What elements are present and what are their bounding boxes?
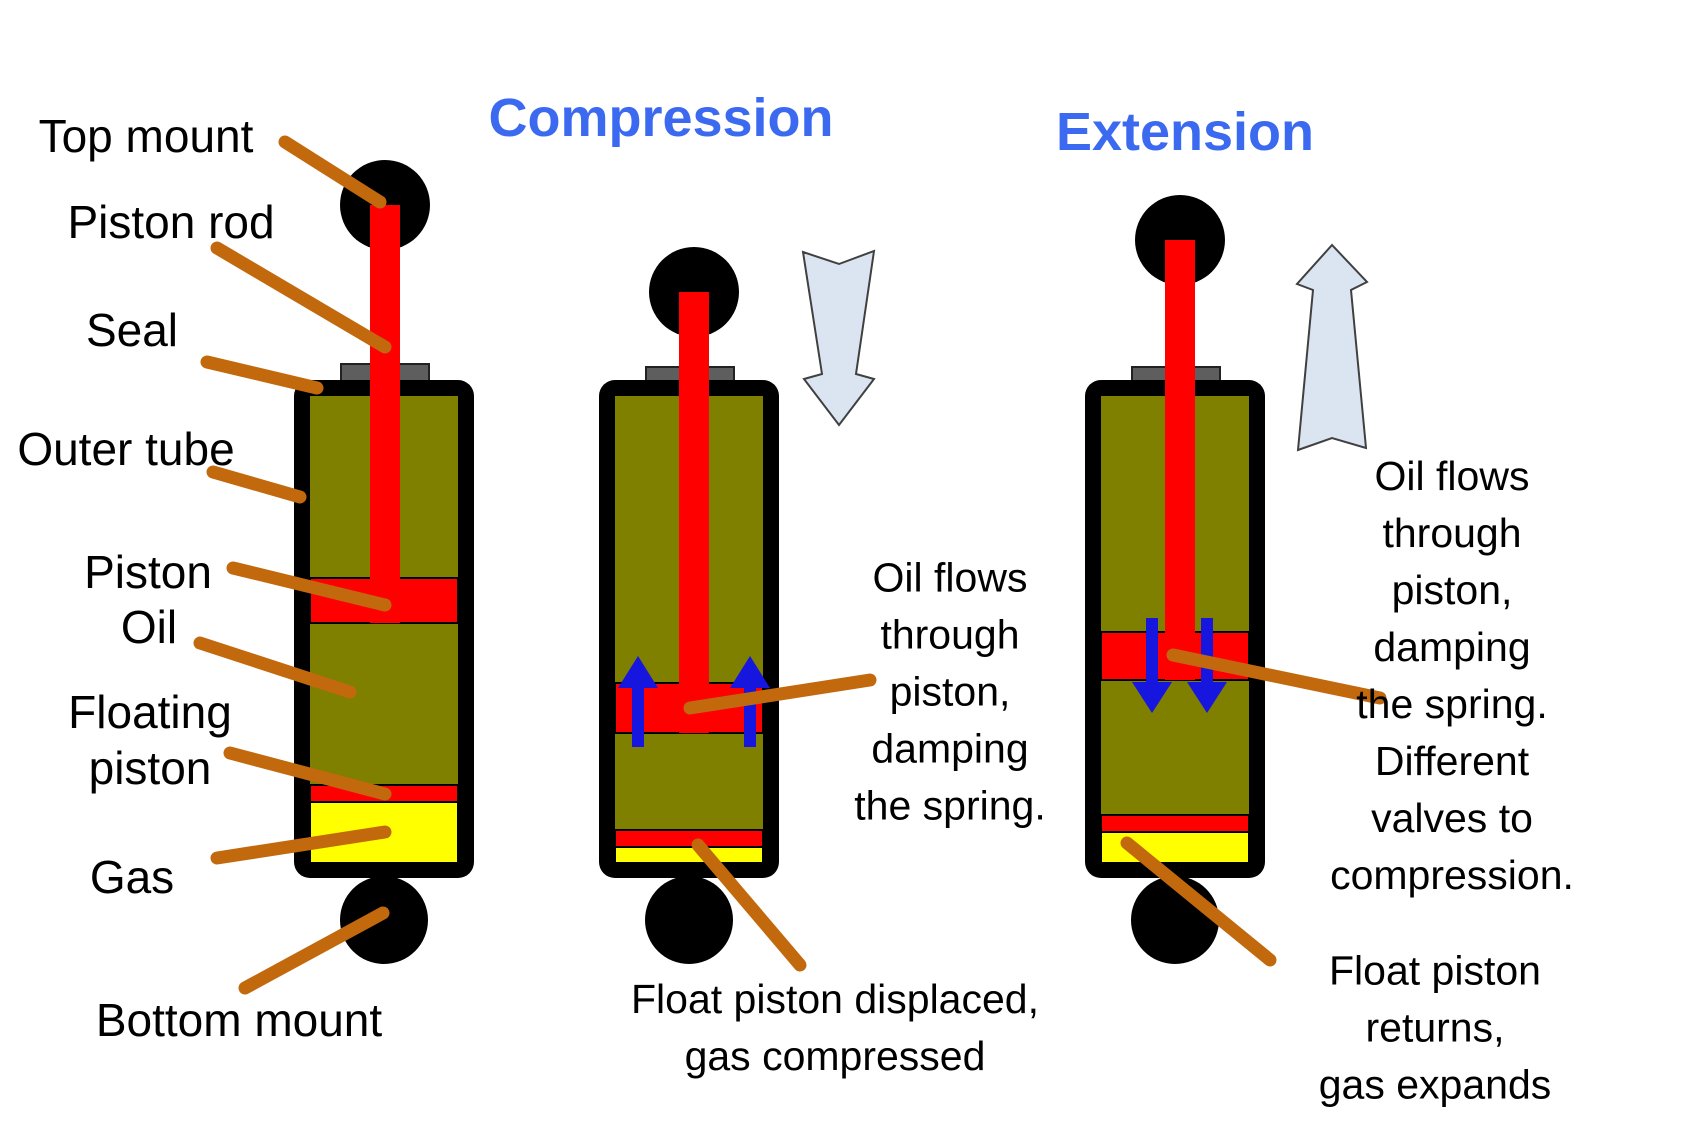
bottom-mount-shape xyxy=(340,876,428,964)
leader-seal xyxy=(200,355,324,395)
leader-bottom-mount xyxy=(238,906,390,995)
piston-rod-shape xyxy=(679,292,709,733)
floating-piston-shape xyxy=(614,829,764,848)
leader-compression-float xyxy=(691,838,807,972)
extension-direction-arrow-icon xyxy=(1295,243,1369,452)
label-piston: Piston xyxy=(84,546,212,598)
leader-extension-float xyxy=(1120,836,1277,967)
shock-left xyxy=(294,160,474,964)
label-floating-piston: Floating piston xyxy=(68,686,232,794)
leader-piston xyxy=(226,561,392,612)
annotation-extension-float: Float piston returns, gas expands xyxy=(1318,947,1552,1108)
label-gas: Gas xyxy=(89,851,175,903)
label-oil: Oil xyxy=(120,601,178,653)
leader-gas xyxy=(210,825,392,865)
piston-rod-shape xyxy=(370,205,400,623)
label-piston-rod: Piston rod xyxy=(67,196,275,248)
leader-top-mount xyxy=(278,135,387,209)
label-outer-tube: Outer tube xyxy=(17,423,235,475)
oil-flow-up-arrow-icon xyxy=(618,656,658,747)
bottom-mount-shape xyxy=(645,876,733,964)
compression-direction-arrow-icon xyxy=(801,249,876,427)
leader-lines xyxy=(193,135,1387,995)
compression-title: Compression xyxy=(488,88,834,148)
gas-chamber xyxy=(614,846,764,864)
oil-flow-down-arrow-icon xyxy=(1132,618,1172,713)
label-top-mount: Top mount xyxy=(38,110,254,162)
leader-compression-oil-flow xyxy=(683,673,877,715)
label-seal: Seal xyxy=(85,304,179,356)
leader-extension-oil-flow xyxy=(1166,648,1387,705)
leader-floating-piston xyxy=(223,746,392,801)
label-bottom-mount: Bottom mount xyxy=(95,994,383,1046)
shock-extension xyxy=(1085,195,1265,964)
shock-compression xyxy=(599,247,779,964)
annotation-compression-oil-flow: Oil flows through piston, damping the sp… xyxy=(854,554,1046,829)
extension-title: Extension xyxy=(1055,102,1315,162)
annotation-compression-float: Float piston displaced, gas compressed xyxy=(631,976,1039,1079)
annotation-extension-oil-flow: Oil flows through piston, damping the sp… xyxy=(1330,453,1574,898)
floating-piston-shape xyxy=(1100,814,1250,833)
piston-rod-shape xyxy=(1165,240,1195,680)
leader-oil xyxy=(193,636,357,699)
leader-outer-tube xyxy=(206,465,307,504)
leader-piston-rod xyxy=(210,241,392,354)
